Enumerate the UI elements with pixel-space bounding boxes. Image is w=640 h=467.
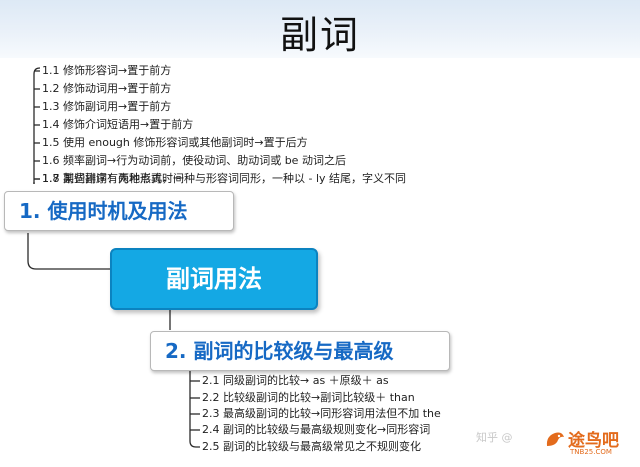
section1-item: 1.3 修饰副词用→置于前方 <box>42 100 172 113</box>
logo-subtext: TNB25.COM <box>570 448 612 456</box>
logo-text: 途鸟吧 <box>568 431 619 451</box>
bird-icon <box>546 432 564 446</box>
section1-item: 1.7 副词排序：先地点再时间 <box>42 172 184 185</box>
watermark-text: 知乎 @ <box>476 431 513 444</box>
section1-item: 1.1 修饰形容词→置于前方 <box>42 64 172 77</box>
section2-item: 2.4 副词的比较级与最高级规则变化→同形容词 <box>202 423 431 436</box>
connector-lines <box>27 67 200 448</box>
section2-item: 2.2 比较级副词的比较→副词比较级＋ than <box>202 391 415 404</box>
title-band: 副词 <box>0 0 640 58</box>
central-topic[interactable]: 副词用法 <box>110 248 318 310</box>
mind-map: 1.1 修饰形容词→置于前方 1.2 修饰动词用→置于前方 1.3 修饰副词用→… <box>0 58 640 467</box>
section2-item: 2.1 同级副词的比较→ as ＋原级＋ as <box>202 374 389 387</box>
section2-item: 2.5 副词的比较级与最高级常见之不规则变化 <box>202 440 421 453</box>
page-title: 副词 <box>279 13 360 57</box>
section-1-topic[interactable]: 1. 使用时机及用法 <box>4 191 234 231</box>
section1-item: 1.8 某些副词有两种形式，一种与形容词同形，一种以 - ly 结尾，字义不同 <box>42 172 407 185</box>
section1-item: 1.4 修饰介词短语用→置于前方 <box>42 118 194 131</box>
section2-item: 2.3 最高级副词的比较→同形容词用法但不加 the <box>202 407 441 420</box>
section1-item: 1.5 使用 enough 修饰形容词或其他副词时→置于后方 <box>42 136 308 149</box>
section1-item: 1.6 频率副词→行为动词前，使役动词、助动词或 be 动词之后 <box>42 154 346 167</box>
section1-item: 1.2 修饰动词用→置于前方 <box>42 82 172 95</box>
section-2-topic[interactable]: 2. 副词的比较级与最高级 <box>150 331 450 371</box>
site-logo: 途鸟吧 TNB25.COM <box>544 424 636 464</box>
